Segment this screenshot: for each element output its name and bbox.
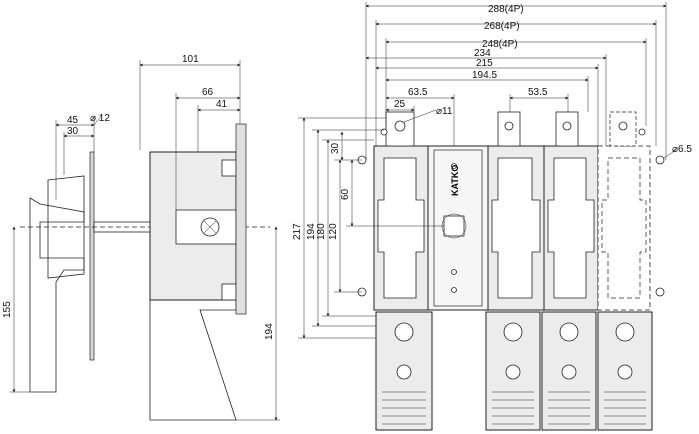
dim-215: 215 (476, 58, 493, 69)
dim-194-5: 194.5 (472, 70, 497, 81)
dim-53-5: 53.5 (528, 87, 548, 98)
dim-diameter-11: ⌀11 (436, 106, 453, 117)
dim-25: 25 (394, 99, 406, 110)
dim-268-4p: 268(4P) (484, 21, 520, 32)
dim-101: 101 (182, 54, 199, 65)
front-view: KATKO (292, 2, 692, 431)
dim-diameter-6-5: ⌀6.5 (672, 144, 692, 155)
dim-45: 45 (67, 115, 79, 126)
dim-30-v: 30 (330, 142, 341, 154)
dim-66: 66 (202, 87, 214, 98)
dim-30: 30 (67, 126, 79, 137)
dim-234: 234 (474, 48, 491, 59)
dim-180: 180 (316, 223, 327, 240)
dim-60: 60 (340, 188, 351, 200)
dim-248-4p: 248(4P) (482, 39, 518, 50)
dim-41: 41 (216, 99, 228, 110)
brand-logo: KATKO (450, 165, 460, 196)
dim-155: 155 (2, 301, 13, 318)
dim-217: 217 (292, 223, 303, 240)
handle-grip (47, 175, 85, 279)
dim-diameter-12: ⌀ 12 (90, 113, 110, 124)
side-view: 101 66 41 45 30 ⌀ 12 155 194 (2, 54, 280, 421)
shaft-socket (443, 215, 465, 237)
terminal-covers (375, 311, 653, 431)
pole-4-optional (597, 145, 651, 311)
door-plate (89, 151, 95, 361)
dim-288-4p: 288(4P) (488, 4, 524, 15)
terminal-cover-side (149, 299, 237, 421)
dim-120: 120 (328, 223, 339, 240)
dim-63-5: 63.5 (408, 87, 428, 98)
dim-194: 194 (264, 323, 275, 340)
dim-194-v: 194 (306, 223, 317, 240)
